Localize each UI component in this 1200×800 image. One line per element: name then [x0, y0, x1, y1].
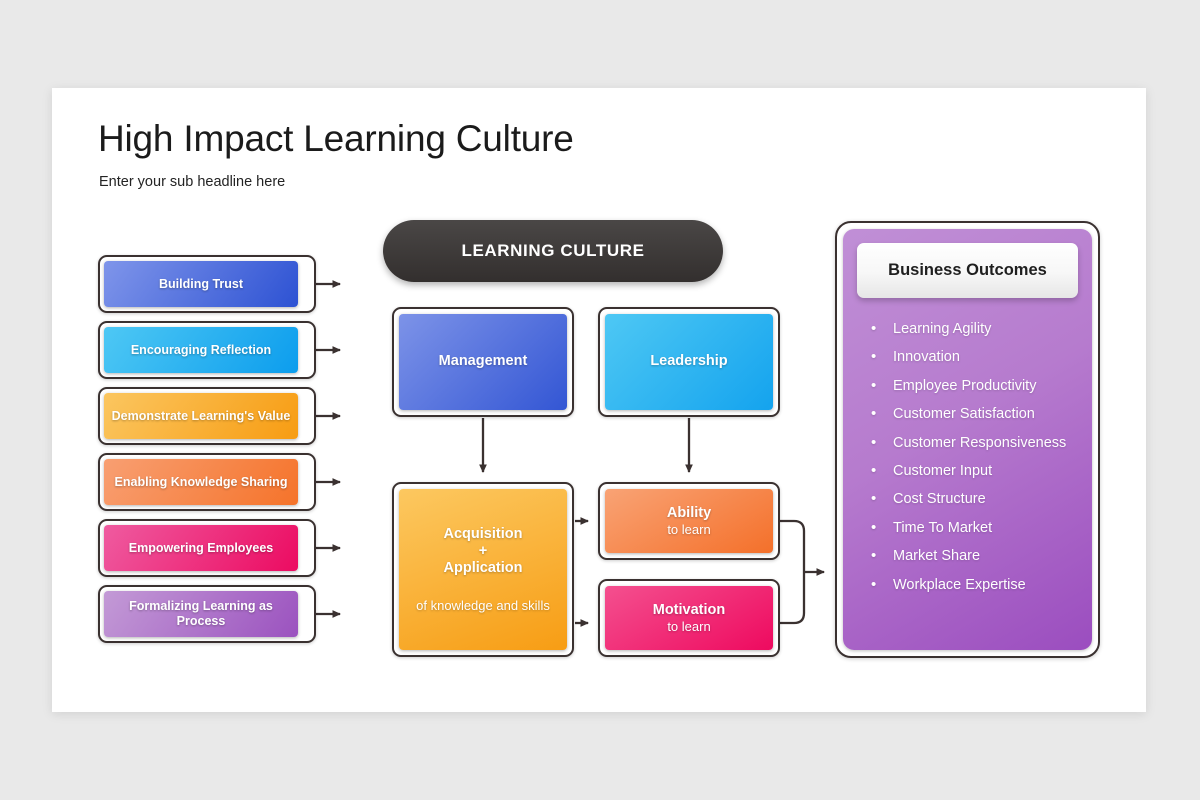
driver-card-formalizing-learning-as-process[interactable]: Formalizing Learning as Process	[98, 585, 316, 643]
acquisition-line-1: Acquisition	[443, 525, 523, 542]
driver-card-encouraging-reflection[interactable]: Encouraging Reflection	[98, 321, 316, 379]
business-outcomes-heading-label: Business Outcomes	[888, 261, 1047, 279]
outcome-driver-title: Motivation	[652, 601, 726, 618]
business-outcomes-panel[interactable]: Business Outcomes Learning Agility Innov…	[835, 221, 1100, 658]
list-item: Customer Responsiveness	[863, 434, 1082, 451]
list-item: Market Share	[863, 547, 1082, 564]
list-item: Workplace Expertise	[863, 576, 1082, 593]
driver-fill: Building Trust	[104, 261, 298, 307]
acquisition-line-2: +	[478, 543, 488, 559]
driver-label: Empowering Employees	[128, 540, 274, 555]
driver-label: Building Trust	[158, 276, 244, 291]
business-outcomes-heading: Business Outcomes	[857, 243, 1078, 298]
outcome-driver-title: Ability	[666, 504, 712, 521]
outcome-driver-sub: to learn	[667, 618, 711, 634]
list-item: Employee Productivity	[863, 377, 1082, 394]
page-subtitle: Enter your sub headline here	[99, 174, 286, 190]
business-outcomes-list: Learning Agility Innovation Employee Pro…	[863, 320, 1082, 605]
enabler-fill: Management	[399, 314, 567, 410]
driver-label: Encouraging Reflection	[130, 342, 272, 357]
acquisition-application-card[interactable]: Acquisition + Application of knowledge a…	[392, 482, 574, 657]
list-item: Learning Agility	[863, 320, 1082, 337]
outcome-driver-card-motivation[interactable]: Motivation to learn	[598, 579, 780, 657]
outcome-driver-sub: to learn	[667, 521, 711, 537]
list-item: Customer Satisfaction	[863, 405, 1082, 422]
business-outcomes-fill: Business Outcomes Learning Agility Innov…	[843, 229, 1092, 650]
driver-fill: Encouraging Reflection	[104, 327, 298, 373]
list-item: Cost Structure	[863, 490, 1082, 507]
driver-fill: Empowering Employees	[104, 525, 298, 571]
driver-fill: Formalizing Learning as Process	[104, 591, 298, 637]
driver-label: Formalizing Learning as Process	[129, 599, 273, 628]
outcome-driver-fill: Ability to learn	[605, 489, 773, 553]
driver-label: Demonstrate Learning's Value	[111, 408, 291, 423]
page-title: High Impact Learning Culture	[98, 118, 574, 159]
driver-card-demonstrate-learnings-value[interactable]: Demonstrate Learning's Value	[98, 387, 316, 445]
enabler-fill: Leadership	[605, 314, 773, 410]
driver-fill: Enabling Knowledge Sharing	[104, 459, 298, 505]
learning-culture-label: LEARNING CULTURE	[461, 241, 645, 260]
acquisition-caption: of knowledge and skills	[416, 597, 550, 613]
driver-card-enabling-knowledge-sharing[interactable]: Enabling Knowledge Sharing	[98, 453, 316, 511]
enabler-label: Leadership	[650, 353, 728, 370]
acquisition-line-3: Application	[443, 560, 523, 577]
slide-canvas: High Impact Learning Culture Enter your …	[52, 88, 1146, 712]
driver-card-empowering-employees[interactable]: Empowering Employees	[98, 519, 316, 577]
driver-card-building-trust[interactable]: Building Trust	[98, 255, 316, 313]
acquisition-fill: Acquisition + Application of knowledge a…	[399, 489, 567, 650]
list-item: Time To Market	[863, 519, 1082, 536]
learning-culture-header[interactable]: LEARNING CULTURE	[383, 220, 723, 282]
list-item: Innovation	[863, 348, 1082, 365]
driver-label: Enabling Knowledge Sharing	[114, 474, 288, 489]
list-item: Customer Input	[863, 462, 1082, 479]
enabler-card-leadership[interactable]: Leadership	[598, 307, 780, 417]
enabler-label: Management	[438, 353, 528, 370]
outcome-driver-card-ability[interactable]: Ability to learn	[598, 482, 780, 560]
enabler-card-management[interactable]: Management	[392, 307, 574, 417]
outcome-driver-fill: Motivation to learn	[605, 586, 773, 650]
driver-fill: Demonstrate Learning's Value	[104, 393, 298, 439]
